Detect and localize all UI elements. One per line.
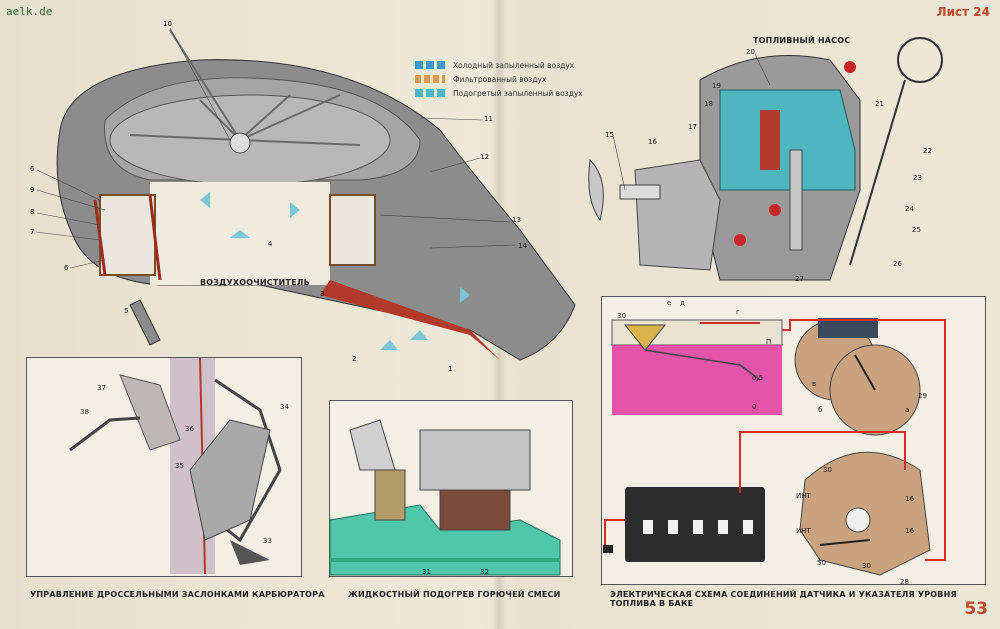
legend-item: Фильтрованный воздух xyxy=(415,72,583,86)
callout: 32 xyxy=(480,568,489,576)
fuel-pump-drawing xyxy=(588,37,943,281)
legend-label: Холодный запыленный воздух xyxy=(453,60,575,70)
callout: 15 xyxy=(605,131,614,139)
callout: ИНТ xyxy=(796,492,811,500)
callout: 34 xyxy=(280,403,289,411)
callout: 21 xyxy=(875,100,884,108)
legend-item: Холодный запыленный воздух xyxy=(415,58,583,72)
sheet-label: Лист 24 xyxy=(936,5,990,19)
callout: П xyxy=(766,338,772,346)
callout: 35 xyxy=(175,462,184,470)
electric-title: ЭЛЕКТРИЧЕСКАЯ СХЕМА СОЕДИНЕНИЙ ДАТЧИКА И… xyxy=(610,590,957,608)
heating-drawing xyxy=(329,419,561,576)
callout: 30 xyxy=(823,466,832,474)
callout: д xyxy=(680,299,685,307)
callout: 16 xyxy=(648,138,657,146)
throttle-drawing xyxy=(69,357,282,575)
callout: 10 xyxy=(163,20,172,28)
legend-item: Подогретый запыленный воздух xyxy=(415,86,583,100)
electric-drawing xyxy=(603,318,946,576)
callout: 19 xyxy=(712,82,721,90)
callout: 24 xyxy=(905,205,914,213)
callout: г xyxy=(736,308,740,316)
legend-label: Фильтрованный воздух xyxy=(453,74,547,84)
callout: 25 xyxy=(912,226,921,234)
callout: 16 xyxy=(905,495,914,503)
callout: 0 xyxy=(752,403,757,411)
callout: 9 xyxy=(30,186,35,194)
callout: 11 xyxy=(484,115,493,123)
callout: 8 xyxy=(30,208,35,216)
legend-swatch-cold xyxy=(415,61,445,69)
callout: 14 xyxy=(518,242,527,250)
callout: 33 xyxy=(263,537,272,545)
callout: 12 xyxy=(480,153,489,161)
callout: 28 xyxy=(900,578,909,586)
callout: 31 xyxy=(422,568,431,576)
callout: а xyxy=(905,406,910,414)
callout: 38 xyxy=(80,408,89,416)
callout: 30 xyxy=(862,562,871,570)
callout: 36 xyxy=(185,425,194,433)
legend-swatch-heated xyxy=(415,89,445,97)
callout: 18 xyxy=(704,100,713,108)
callout: 6 xyxy=(30,165,35,173)
callout: б xyxy=(818,406,823,414)
callout: е xyxy=(667,299,672,307)
watermark: aelk.de xyxy=(6,5,53,18)
fuel-pump-title: ТОПЛИВНЫЙ НАСОС xyxy=(753,36,851,45)
legend-label: Подогретый запыленный воздух xyxy=(453,88,583,98)
legend: Холодный запыленный воздух Фильтрованный… xyxy=(415,58,583,100)
callout: 3 xyxy=(320,290,325,298)
callout: 30 xyxy=(617,312,626,320)
callout: 1 xyxy=(448,365,453,373)
callout: 0,5 xyxy=(752,374,764,382)
callout: 37 xyxy=(97,384,106,392)
callout: 6 xyxy=(64,264,69,272)
callout: в xyxy=(812,380,817,388)
callout: 16 xyxy=(905,527,914,535)
callout: 5 xyxy=(124,307,129,315)
legend-swatch-filtered xyxy=(415,75,445,83)
callout: 50 xyxy=(817,559,826,567)
throttle-title: УПРАВЛЕНИЕ ДРОССЕЛЬНЫМИ ЗАСЛОНКАМИ КАРБЮ… xyxy=(30,590,325,599)
callout: 7 xyxy=(30,228,35,236)
callout: 22 xyxy=(923,147,932,155)
page-number: 53 xyxy=(964,599,988,619)
callout: 4 xyxy=(268,240,273,248)
callout: 23 xyxy=(913,174,922,182)
callout: 29 xyxy=(918,392,927,400)
callout: 17 xyxy=(688,123,697,131)
callout: 13 xyxy=(512,216,521,224)
air-cleaner-drawing xyxy=(56,29,576,361)
callout: ИНТ xyxy=(796,527,811,535)
air-cleaner-title: ВОЗДУХООЧИСТИТЕЛЬ xyxy=(200,278,310,287)
heating-title: ЖИДКОСТНЫЙ ПОДОГРЕВ ГОРЮЧЕЙ СМЕСИ xyxy=(348,590,561,599)
callout: 26 xyxy=(893,260,902,268)
callout: 27 xyxy=(795,275,804,283)
callout: 20 xyxy=(746,48,755,56)
callout: 2 xyxy=(352,355,357,363)
